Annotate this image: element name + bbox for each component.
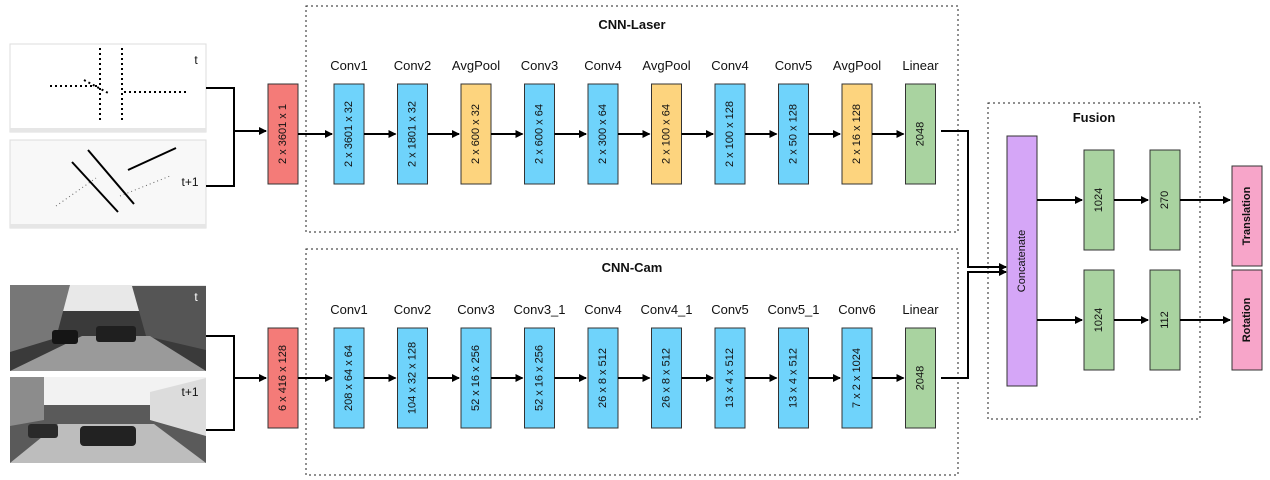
cam-layer-4-dim: 52 x 16 x 256: [533, 345, 545, 411]
laser-layer-9-dim: 2 x 16 x 128: [851, 104, 863, 164]
laser-layer-5-block: Conv4 2 x 300 x 64: [584, 58, 622, 185]
concatenate-label: Concatenate: [1016, 230, 1028, 292]
cam-layer-5-name: Conv4: [584, 302, 622, 317]
camera-image-t1-label: t+1: [181, 385, 198, 399]
rotation-fc1-block: 1024: [1083, 269, 1115, 371]
cam-layer-3-name: Conv3: [457, 302, 495, 317]
laser-layer-2-dim: 2 x 1801 x 32: [406, 101, 418, 167]
cam-linear-block: Linear 2048: [902, 302, 939, 429]
translation-fc2-dim: 270: [1159, 191, 1171, 209]
camera-image-t: [10, 285, 206, 371]
laser-layer-3-name: AvgPool: [452, 58, 500, 73]
laser-layer-4-dim: 2 x 600 x 64: [533, 104, 545, 164]
laser-layer-8-name: Conv5: [775, 58, 813, 73]
cam-layer-6-block: Conv4_1 26 x 8 x 512: [640, 302, 693, 429]
laser-layer-7-block: Conv4 2 x 100 x 128: [711, 58, 749, 185]
cnn-laser-group: [305, 5, 959, 233]
laser-layer-2-block: Conv2 2 x 1801 x 32: [394, 58, 432, 185]
cam-linear-dim: 2048: [914, 366, 926, 390]
laser-linear-block: Linear 2048: [902, 58, 939, 185]
laser-layer-4-block: Conv3 2 x 600 x 64: [521, 58, 559, 185]
cam-layer-6-dim: 26 x 8 x 512: [660, 348, 672, 408]
cam-layer-2-block: Conv2 104 x 32 x 128: [394, 302, 432, 429]
translation-fc1-block: 1024: [1083, 149, 1115, 251]
laser-input-block: 2 x 3601 x 1: [267, 83, 299, 185]
cam-layer-7-block: Conv5 13 x 4 x 512: [711, 302, 749, 429]
laser-layer-5-name: Conv4: [584, 58, 622, 73]
cam-layer-3-dim: 52 x 16 x 256: [470, 345, 482, 411]
cam-layer-5-dim: 26 x 8 x 512: [597, 348, 609, 408]
laser-layer-2-name: Conv2: [394, 58, 432, 73]
concatenate-block: Concatenate: [1006, 135, 1038, 387]
cam-layer-5-block: Conv4 26 x 8 x 512: [584, 302, 622, 429]
rotation-fc2-dim: 112: [1159, 311, 1171, 329]
cam-linear-to-concat-arrow: [941, 268, 1007, 379]
laser-layer-7-dim: 2 x 100 x 128: [724, 101, 736, 167]
fusion-group: [987, 102, 1201, 420]
laser-image-t-label: t: [194, 53, 198, 67]
input-connectors: [206, 87, 235, 431]
cnn-laser-title: CNN-Laser: [598, 17, 665, 32]
cam-layer-8-block: Conv5_1 13 x 4 x 512: [767, 302, 820, 429]
camera-image-t1: [10, 377, 206, 463]
rotation-output-label: Rotation: [1241, 297, 1253, 342]
cam-layer-8-dim: 13 x 4 x 512: [787, 348, 799, 408]
laser-layer-1-name: Conv1: [330, 58, 368, 73]
translation-output-block: Translation: [1231, 165, 1263, 267]
translation-output-label: Translation: [1241, 186, 1253, 245]
laser-layer-6-dim: 2 x 100 x 64: [660, 104, 672, 164]
laser-layer-9-name: AvgPool: [833, 58, 881, 73]
cam-layer-2-name: Conv2: [394, 302, 432, 317]
translation-fc1-dim: 1024: [1093, 188, 1105, 212]
translation-fc2-block: 270: [1149, 149, 1181, 251]
laser-layer-8-block: Conv5 2 x 50 x 128: [775, 58, 813, 185]
laser-layer-4-name: Conv3: [521, 58, 559, 73]
laser-image-t1: [9, 139, 207, 229]
cam-layer-4-name: Conv3_1: [513, 302, 565, 317]
laser-image-t1-label: t+1: [181, 175, 198, 189]
laser-linear-to-concat-arrow: [941, 130, 1007, 271]
laser-linear-name: Linear: [902, 58, 939, 73]
cam-layer-2-dim: 104 x 32 x 128: [406, 342, 418, 414]
cam-layer-1-dim: 208 x 64 x 64: [343, 345, 355, 411]
cam-layer-7-dim: 13 x 4 x 512: [724, 348, 736, 408]
cam-layer-1-block: Conv1 208 x 64 x 64: [330, 302, 368, 429]
laser-layer-3-dim: 2 x 600 x 32: [470, 104, 482, 164]
laser-layers: Conv1 2 x 3601 x 32 Conv2 2 x 1801 x 32 AvgP…: [298, 58, 939, 185]
laser-layer-1-dim: 2 x 3601 x 32: [343, 101, 355, 167]
cnn-cam-title: CNN-Cam: [602, 260, 663, 275]
laser-layer-8-dim: 2 x 50 x 128: [787, 104, 799, 164]
laser-layer-1-block: Conv1 2 x 3601 x 32: [330, 58, 368, 185]
fusion-title: Fusion: [1073, 110, 1116, 125]
laser-input-dim: 2 x 3601 x 1: [277, 104, 289, 164]
cam-input-dim: 6 x 416 x 128: [277, 345, 289, 411]
laser-layer-9-block: AvgPool 2 x 16 x 128: [833, 58, 881, 185]
camera-image-t-label: t: [194, 290, 198, 304]
rotation-output-block: Rotation: [1231, 269, 1263, 371]
cam-layer-9-name: Conv6: [838, 302, 876, 317]
cam-layer-9-block: Conv6 7 x 2 x 1024: [838, 302, 876, 429]
rotation-fc2-block: 112: [1149, 269, 1181, 371]
cam-layer-8-name: Conv5_1: [767, 302, 819, 317]
cnn-cam-group: [305, 248, 959, 476]
cam-layer-1-name: Conv1: [330, 302, 368, 317]
cam-input-block: 6 x 416 x 128: [267, 327, 299, 429]
laser-layer-7-name: Conv4: [711, 58, 749, 73]
cam-layer-6-name: Conv4_1: [640, 302, 692, 317]
laser-image-t: [9, 43, 207, 133]
rotation-fc1-dim: 1024: [1093, 308, 1105, 332]
laser-layer-6-name: AvgPool: [642, 58, 690, 73]
cam-layer-3-block: Conv3 52 x 16 x 256: [457, 302, 495, 429]
laser-layer-5-dim: 2 x 300 x 64: [597, 104, 609, 164]
laser-layer-3-block: AvgPool 2 x 600 x 32: [452, 58, 500, 185]
cam-linear-name: Linear: [902, 302, 939, 317]
laser-layer-6-block: AvgPool 2 x 100 x 64: [642, 58, 691, 185]
cam-layer-7-name: Conv5: [711, 302, 749, 317]
cam-layer-4-block: Conv3_1 52 x 16 x 256: [513, 302, 566, 429]
cam-layer-9-dim: 7 x 2 x 1024: [851, 348, 863, 408]
laser-linear-dim: 2048: [914, 122, 926, 146]
